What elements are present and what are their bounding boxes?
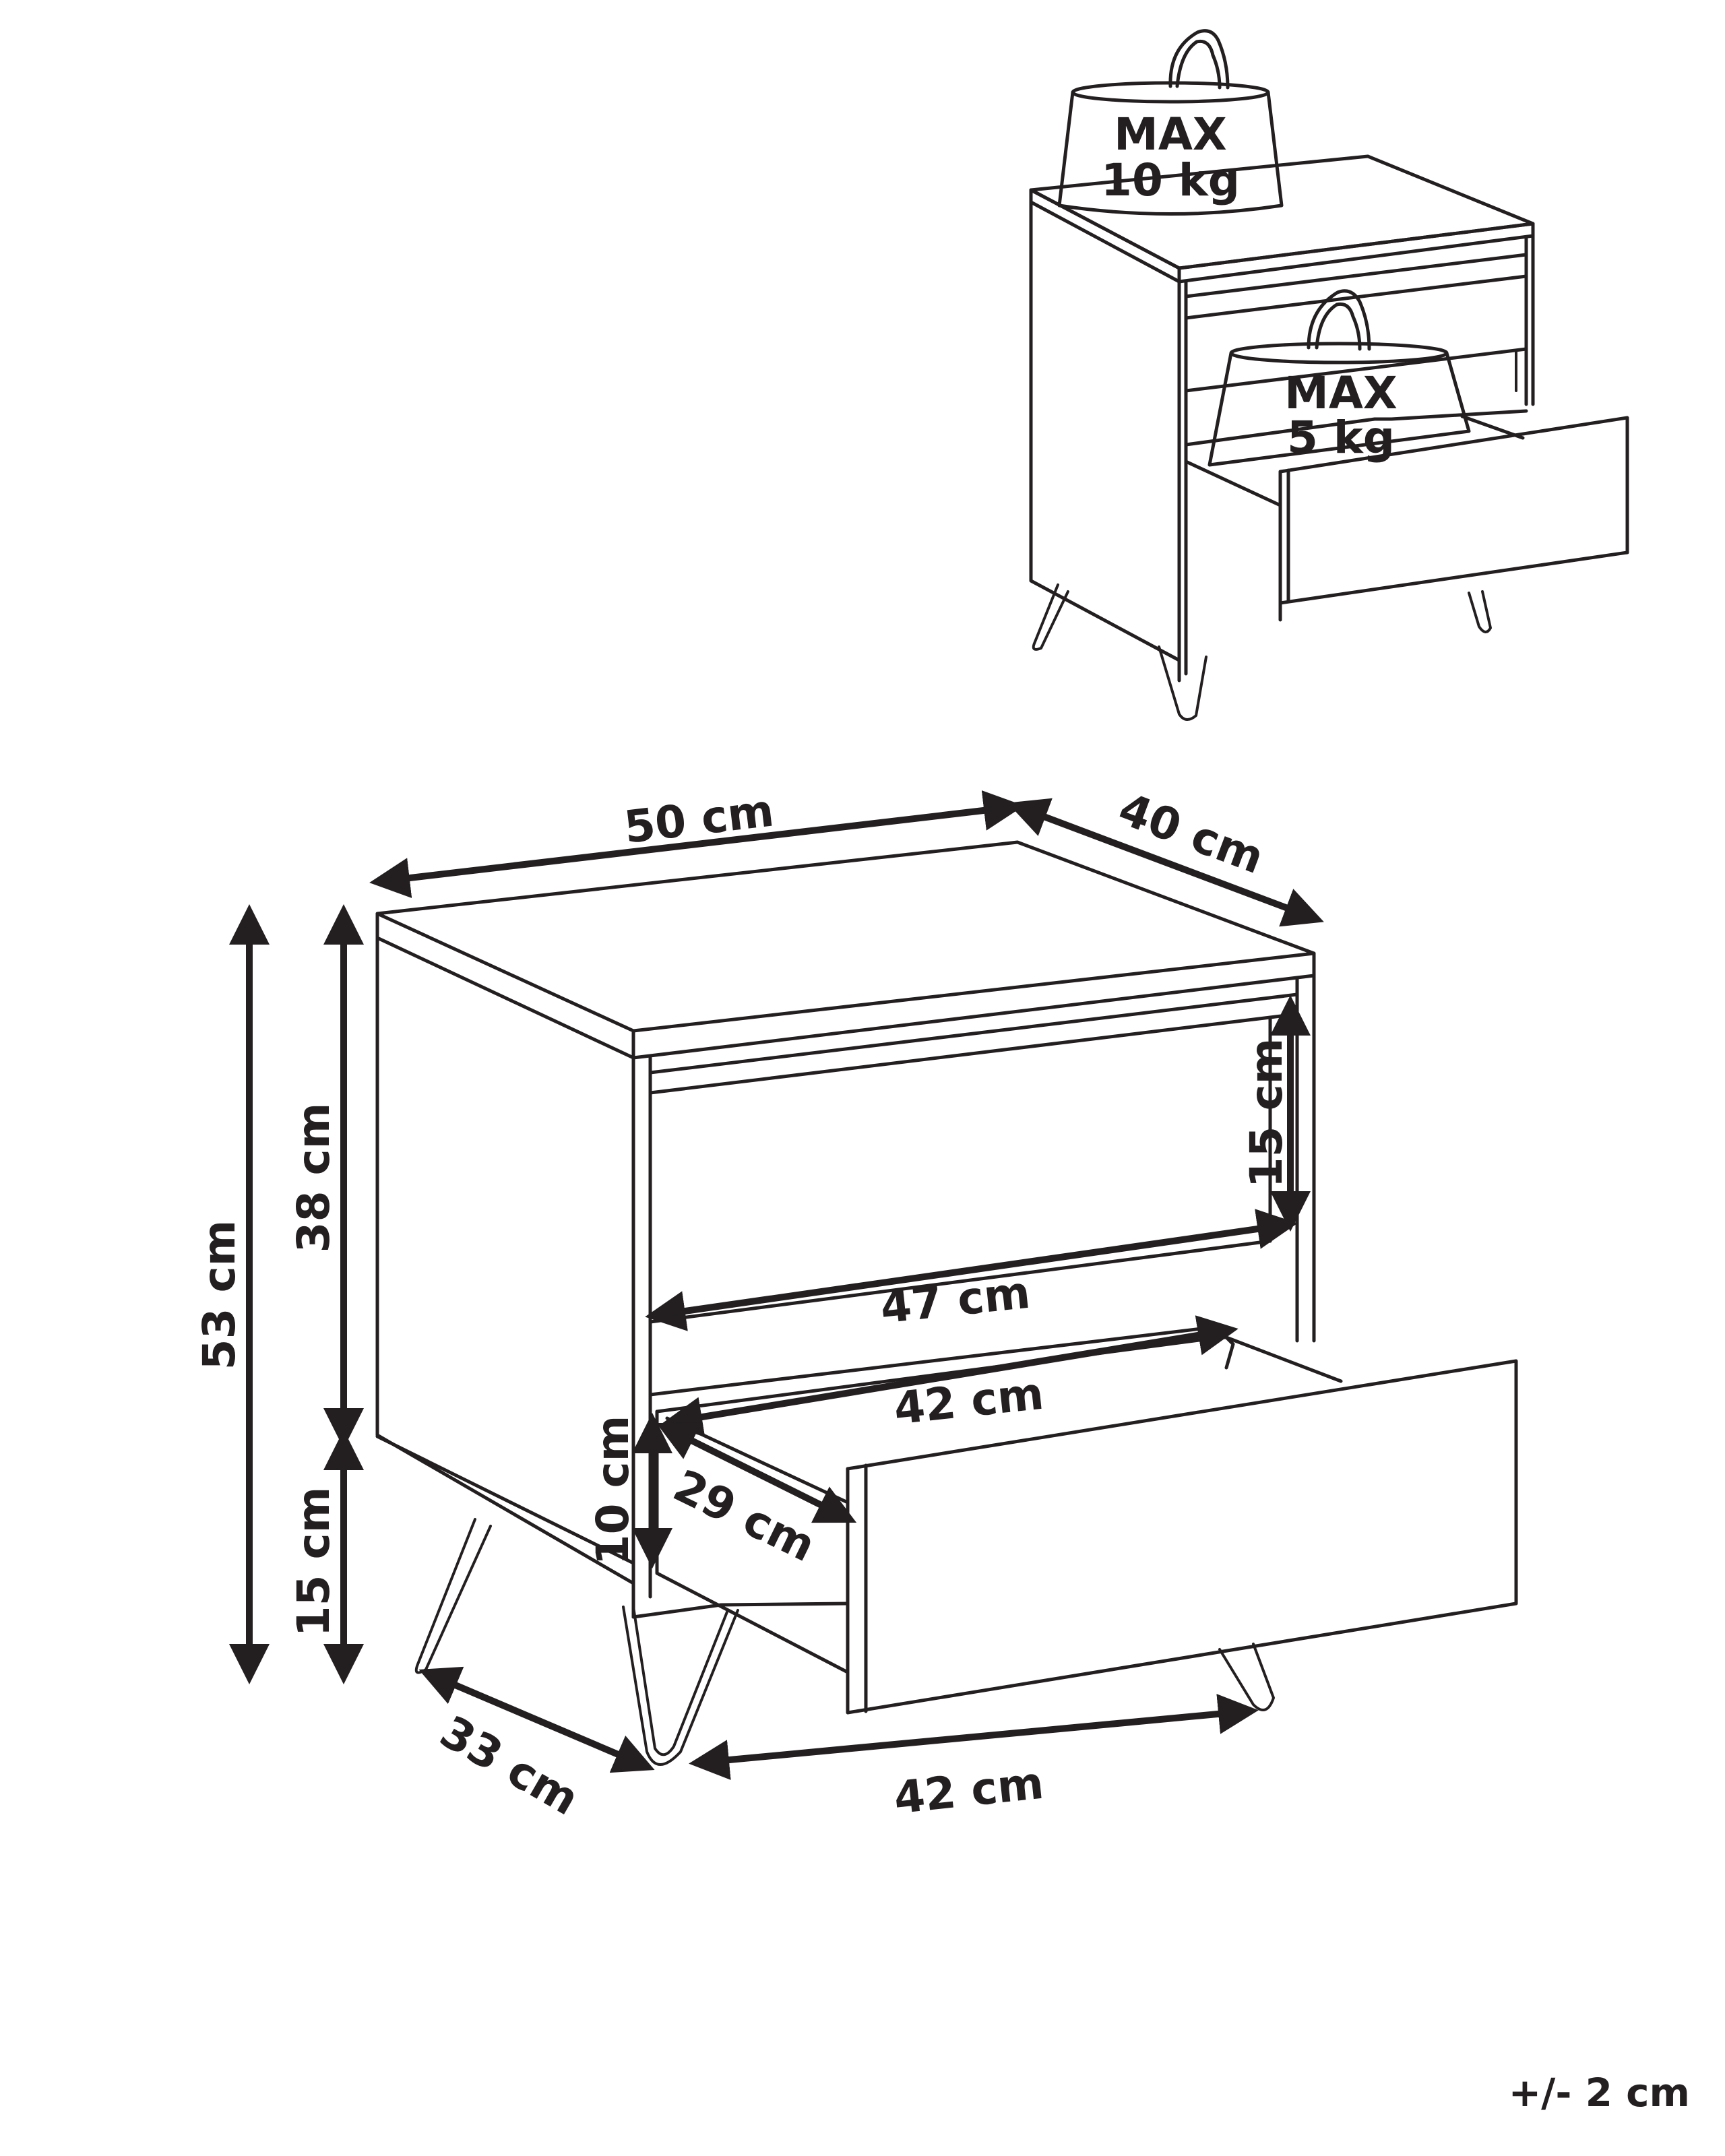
dim-leg-span-depth-label: 33 cm <box>432 1705 588 1825</box>
dim-drawer-inner-height-label: 10 cm <box>587 1416 639 1566</box>
tolerance-note: +/- 2 cm <box>1508 2070 1690 2116</box>
dimension-lines: 50 cm 40 cm 53 cm 38 cm 15 cm 15 cm 47 c… <box>193 783 1324 1826</box>
dim-inner-width-label: 47 cm <box>878 1267 1033 1334</box>
weight-icon-top: MAX 10 kg <box>1057 29 1284 216</box>
dim-total-height-label: 53 cm <box>193 1220 245 1370</box>
dim-leg-span-width-label: 42 cm <box>891 1757 1046 1825</box>
drawer-load-value: 5 kg <box>1287 412 1395 464</box>
small-table-side <box>1029 200 1181 662</box>
top-load-value: 10 kg <box>1101 154 1240 206</box>
small-leg <box>1032 583 1069 651</box>
leg-back-left <box>414 1518 492 1674</box>
leg-front-left <box>622 1606 739 1766</box>
drawer-load-max-label: MAX <box>1284 367 1398 419</box>
leg-front-right <box>1218 1643 1275 1711</box>
small-drawer-front <box>1278 416 1629 605</box>
dim-leg-height-label: 15 cm <box>288 1487 340 1637</box>
open-drawer-front <box>846 1359 1518 1715</box>
dim-width-label: 50 cm <box>621 784 776 853</box>
top-load-max-label: MAX <box>1114 108 1227 160</box>
weight-icon-drawer: MAX 5 kg <box>1208 289 1471 467</box>
dim-drawer-front-height-label: 15 cm <box>1241 1038 1292 1188</box>
load-capacity-illustration: MAX 10 kg MAX 5 kg <box>1029 29 1629 721</box>
dim-drawer-inner-depth-label: 29 cm <box>666 1459 823 1572</box>
dim-body-height-label: 38 cm <box>288 1103 340 1253</box>
